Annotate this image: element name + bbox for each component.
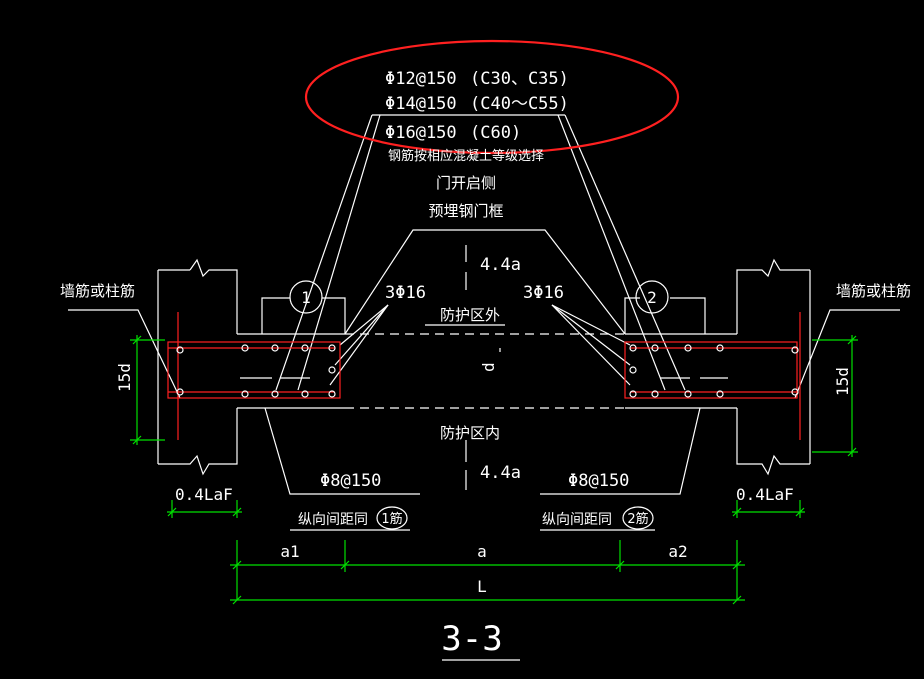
dim-15d-left: 15d	[115, 363, 134, 392]
dim-a2: a2	[668, 542, 687, 561]
label-stirrup-left: Φ8@150	[320, 471, 381, 491]
label-wall-bar-right: 墙筋或柱筋	[836, 282, 911, 300]
marker-2: 2	[647, 288, 657, 307]
label-3phi16-left: 3Φ16	[385, 283, 426, 303]
highlight-ellipse	[304, 39, 680, 155]
dim-laf-right: 0.4LaF	[736, 485, 794, 504]
dim-15d-right: 15d	[833, 367, 852, 396]
label-bar-ref-right: 2筋	[627, 511, 648, 527]
rebar-spec-1: Φ12@150	[385, 69, 457, 89]
dim-a: a	[477, 542, 487, 561]
dim-a1: a1	[280, 542, 299, 561]
label-3phi16-right: 3Φ16	[523, 283, 564, 303]
note-select-by-grade: 钢筋按相应混凝土等级选择	[388, 148, 544, 164]
rebar-cages	[167, 312, 801, 440]
label-stirrup-right: Φ8@150	[568, 471, 629, 491]
section-title: 3-3	[441, 619, 502, 659]
dim-laf-left: 0.4LaF	[175, 485, 233, 504]
label-wall-bar-left: 墙筋或柱筋	[60, 282, 135, 300]
bar-ref-ring-right	[622, 506, 654, 530]
structure-outline	[68, 114, 900, 661]
marker-1: 1	[301, 288, 311, 307]
label-outside: 防护区外	[440, 306, 500, 324]
rebar-spec-3: Φ16@150	[385, 123, 457, 143]
note-embedded-frame: 预埋钢门框	[428, 202, 503, 220]
label-spacing-left: 纵向间距同	[298, 512, 368, 528]
dim-L: L	[477, 577, 487, 596]
dim-top-4-4a: 4.4a	[480, 255, 521, 275]
rebar-grade-1: (C30、C35)	[470, 69, 569, 89]
rebar-spec-2: Φ14@150	[385, 94, 457, 114]
label-spacing-right: 纵向间距同	[542, 512, 612, 528]
rebar-options: Φ12@150 (C30、C35) Φ14@150 (C40～C55) Φ16@…	[385, 69, 569, 143]
rebar-grade-2: (C40～C55)	[470, 94, 569, 114]
dim-bottom-4-4a: 4.4a	[480, 463, 521, 483]
bar-ref-ring-left	[376, 506, 408, 530]
label-bar-ref-left: 1筋	[381, 511, 402, 527]
label-thickness-d: d	[479, 362, 498, 372]
rebar-grade-3: (C60)	[470, 123, 521, 143]
label-inside: 防护区内	[440, 424, 500, 442]
dimension-lines	[130, 335, 858, 605]
note-door-open-side: 门开启侧	[436, 174, 496, 192]
